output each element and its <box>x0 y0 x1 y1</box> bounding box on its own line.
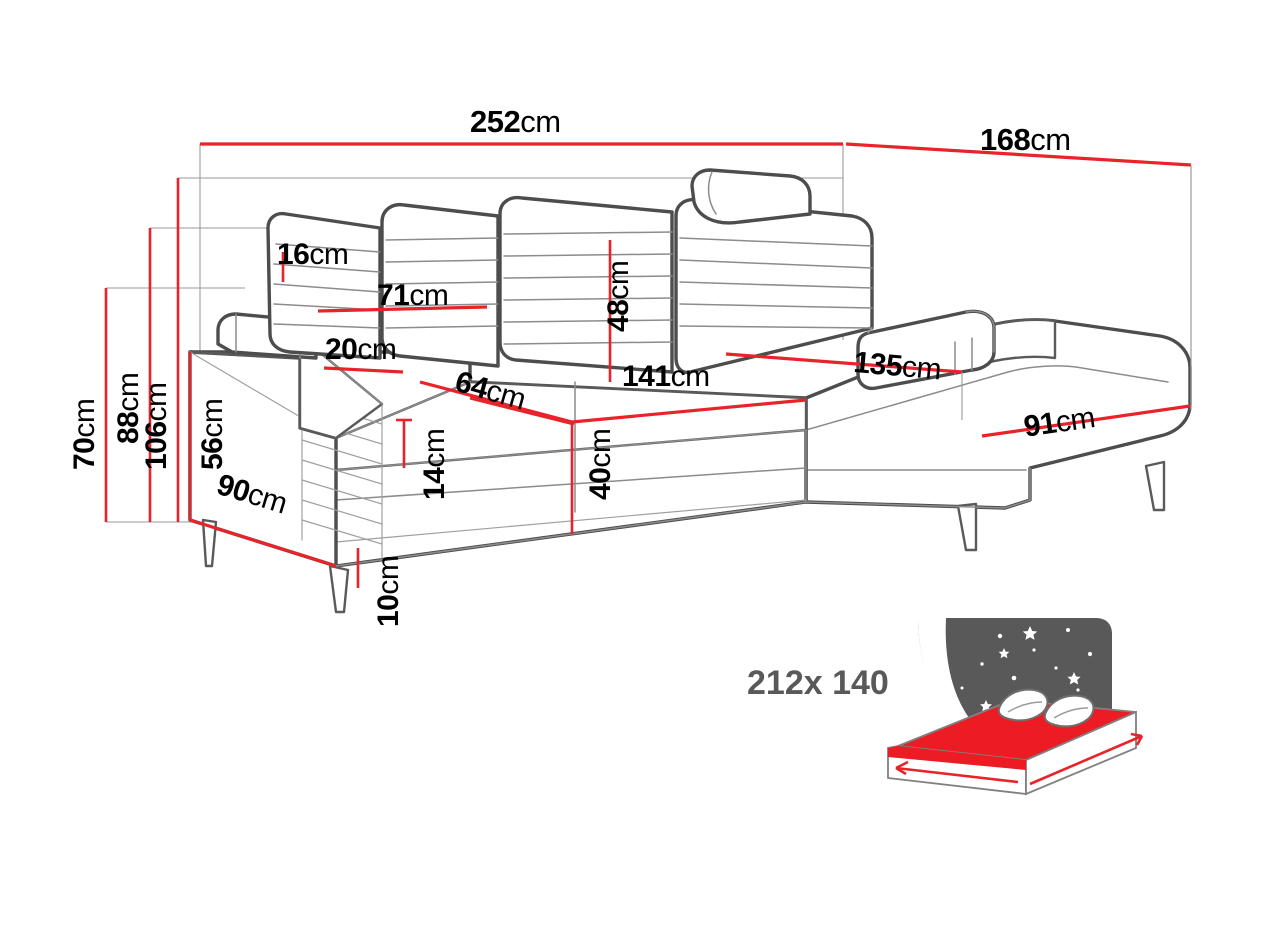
sofa-legs <box>201 460 1166 614</box>
label-overall-width: 252cm <box>470 104 561 139</box>
label-leg-height: 10cm <box>372 555 405 627</box>
sleeping-area-icon <box>887 618 1144 796</box>
label-seat-height: 40cm <box>584 428 617 500</box>
label-back-height: 88cm <box>112 372 145 444</box>
bed-width-arrow <box>895 766 1019 784</box>
label-arm-width: 20cm <box>325 333 397 366</box>
dimline-90 <box>189 518 337 568</box>
dimline-64 <box>419 380 573 424</box>
label-arm-outer-height: 56cm <box>196 398 229 470</box>
label-backrest-width: 71cm <box>377 279 449 312</box>
label-armrest-height: 70cm <box>68 398 101 470</box>
label-total-height: 106cm <box>140 382 173 470</box>
dimline-141b <box>469 396 575 426</box>
label-headrest-thickness: 16cm <box>277 238 349 271</box>
dimline-91 <box>981 404 1191 438</box>
bed-length-arrow <box>1029 734 1143 786</box>
dimline-20 <box>323 366 404 374</box>
dimension-lines <box>104 142 1192 588</box>
dimline-71 <box>317 305 488 313</box>
dimline-141 <box>571 398 807 424</box>
sofa-illustration <box>188 168 1192 614</box>
dimline-168 <box>845 142 1192 167</box>
dimline-135 <box>725 352 963 374</box>
label-overall-depth: 168cm <box>980 122 1071 157</box>
label-chaise-length: 135cm <box>852 346 943 387</box>
label-sleeping-area: 212x 140 <box>747 664 889 702</box>
label-seat-width: 141cm <box>622 360 710 393</box>
label-backrest-height: 48cm <box>602 260 635 332</box>
label-seat-cushion-thickness: 14cm <box>418 428 451 500</box>
